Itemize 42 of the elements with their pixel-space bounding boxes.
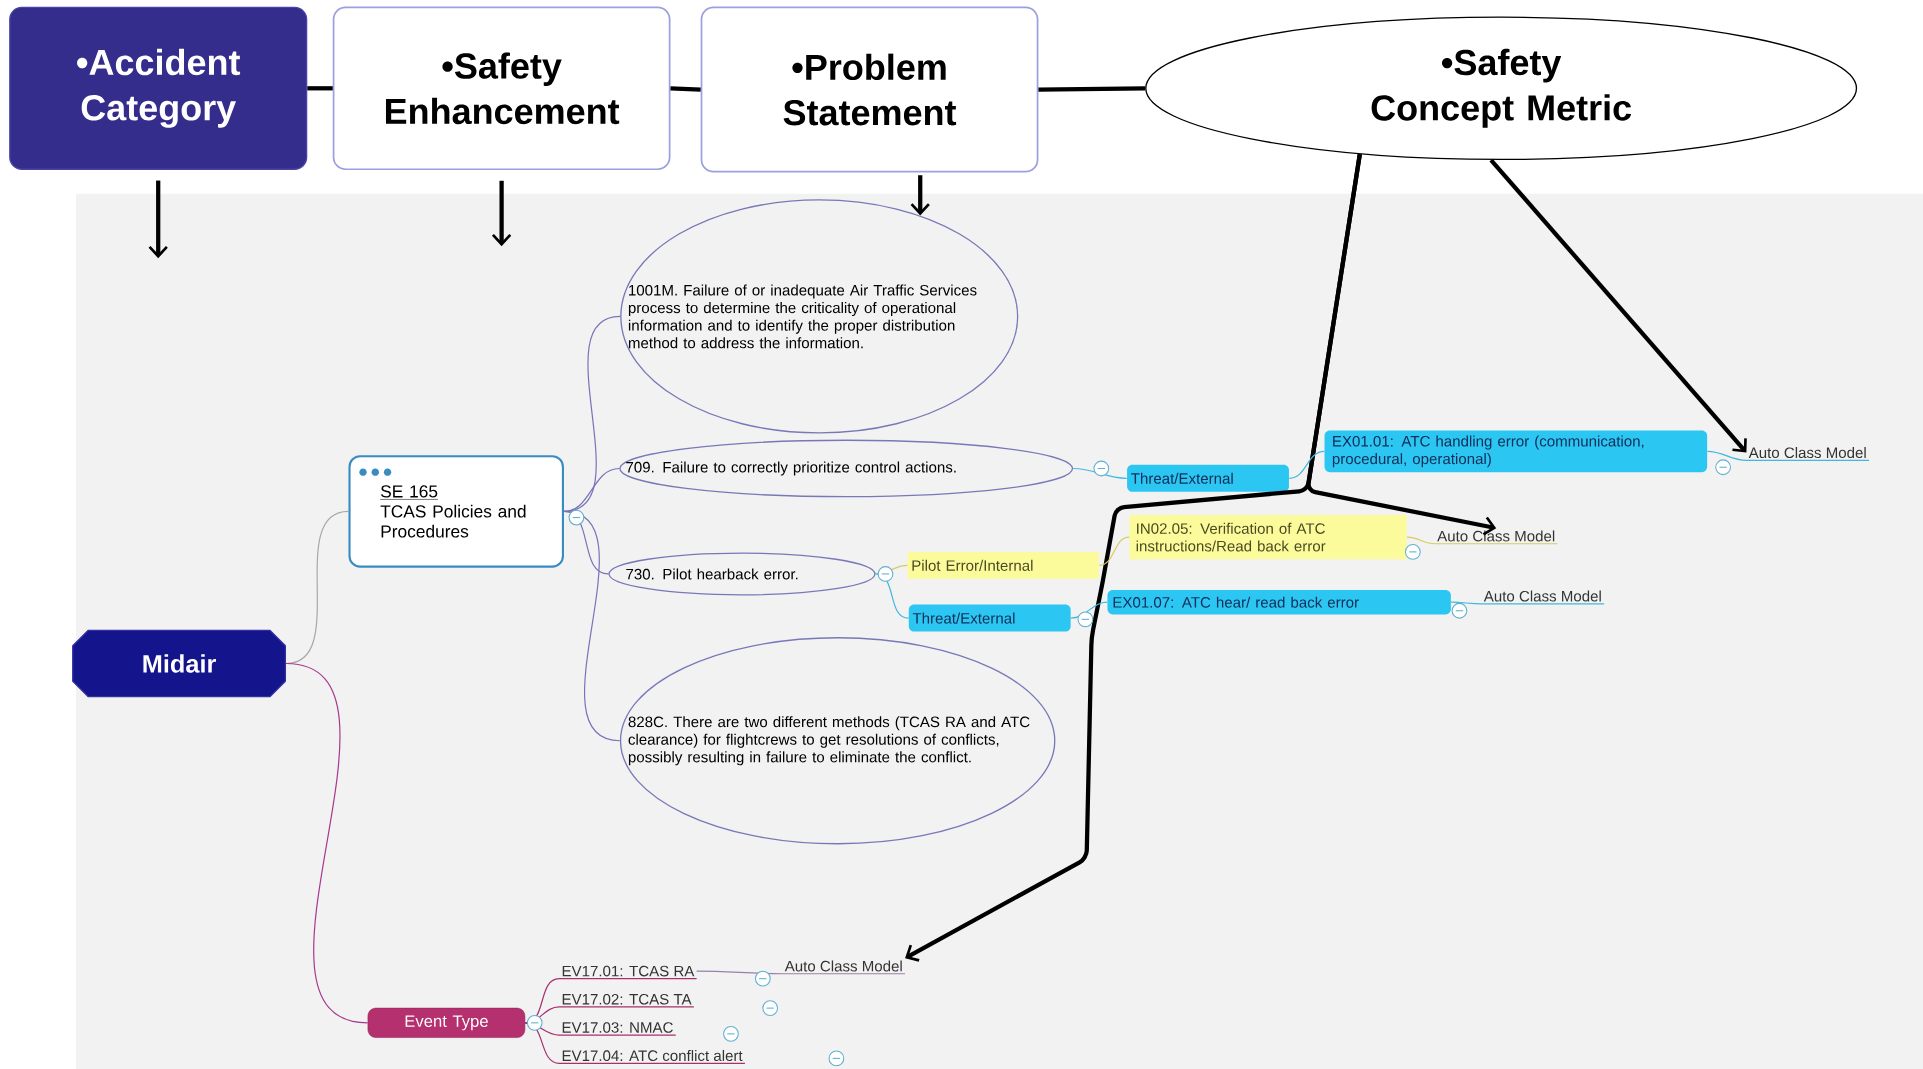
connector-line [875, 564, 908, 575]
connector-line [1288, 450, 1325, 479]
root-node: Midair [72, 629, 286, 698]
tag-box: EX01.01: ATC handling error (communication, procedural, operational) [1324, 430, 1708, 472]
node-label: EV17.02: TCAS TA [562, 993, 692, 1005]
node-label: EV17.04: ATC conflict alert [562, 1049, 743, 1061]
tag-box: Pilot Error/Internal [907, 551, 1099, 579]
node-label: EV17.03: NMAC [562, 1021, 673, 1033]
heading-box: •Problem Statement [700, 6, 1039, 173]
connector-line [696, 970, 906, 975]
connector-line [307, 85, 333, 91]
connector-line [670, 85, 701, 92]
heading-box: •Safety Enhancement [332, 6, 671, 170]
tag-box: Threat/External [1127, 464, 1289, 492]
branch-node: Event Type [367, 1007, 526, 1038]
connector-line [524, 1022, 746, 1064]
connector-line [563, 467, 620, 512]
arrow [910, 175, 930, 216]
arrow [905, 153, 1362, 962]
node-label: Auto Class Model [1748, 446, 1866, 458]
connector-line [1406, 536, 1559, 545]
arrow [1489, 158, 1747, 453]
arrow [491, 180, 512, 246]
connector-line [1072, 467, 1128, 479]
tag-box: EX01.07: ATC hear/ read back error [1107, 589, 1451, 615]
connector-line [563, 510, 621, 742]
connector-line [1070, 601, 1108, 619]
tag-box: IN02.05: Verification of ATC instructions/Read back error [1129, 514, 1407, 560]
connector-line [1038, 85, 1146, 92]
node-label: Auto Class Model [1437, 530, 1555, 542]
connector-line [1706, 450, 1870, 461]
connector-line [285, 662, 369, 1024]
category-box: •Accident Category [9, 6, 308, 170]
node-label: Auto Class Model [784, 960, 902, 972]
connector-line [875, 573, 910, 619]
enhancement-box: SE 165 TCAS Policies and Procedures [348, 454, 564, 568]
node-label: Auto Class Model [1483, 590, 1601, 602]
node-label: EV17.01: TCAS RA [562, 965, 695, 977]
connector-line [1098, 536, 1130, 566]
connector-line [1450, 601, 1605, 605]
tag-box: Threat/External [908, 604, 1071, 632]
arrow [148, 180, 168, 258]
